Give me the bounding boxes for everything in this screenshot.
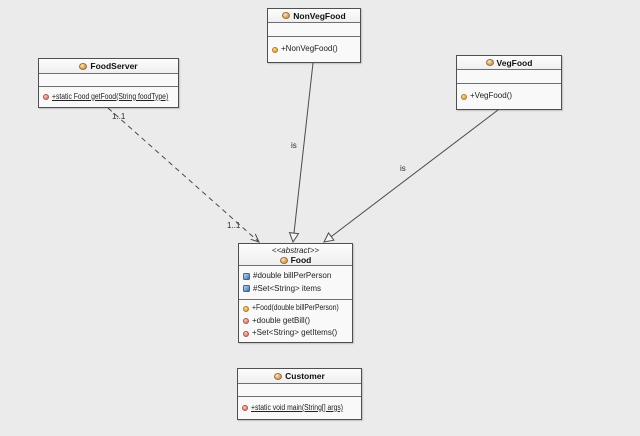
connection-foodserver-food[interactable] xyxy=(107,107,260,243)
method-text: +NonVegFood() xyxy=(281,44,338,54)
multiplicity-label-source: 1..1 xyxy=(112,112,126,121)
class-customer-titlebar: Customer xyxy=(238,369,361,384)
constructor-icon xyxy=(461,93,467,100)
hollow-triangle-arrowhead-icon xyxy=(288,232,300,244)
method-text: +Set<String> getItems() xyxy=(252,328,338,338)
class-name: Food xyxy=(290,255,312,265)
fields-compartment xyxy=(268,23,360,37)
public-method-icon xyxy=(243,318,249,324)
generalization-label-nonveg: is xyxy=(291,141,297,150)
method-vegfood-ctor[interactable]: +VegFood() xyxy=(457,90,561,103)
hollow-triangle-arrowhead-icon xyxy=(323,232,335,243)
class-vegfood-titlebar: VegFood xyxy=(457,56,561,70)
constructor-icon xyxy=(243,305,249,312)
methods-compartment: +VegFood() xyxy=(457,84,561,109)
class-vegfood[interactable]: VegFood +VegFood() xyxy=(456,55,562,110)
public-method-icon xyxy=(43,94,49,100)
methods-compartment: +Food(double billPerPerson) +double getB… xyxy=(239,300,352,342)
field-billperperson[interactable]: #double billPerPerson xyxy=(239,270,352,283)
multiplicity-label-target: 1..1 xyxy=(227,221,241,230)
stereotype-label: <<abstract>> xyxy=(271,246,320,255)
methods-compartment: +static void main(String[] args) xyxy=(238,397,361,419)
fields-compartment xyxy=(39,74,178,87)
class-name: Customer xyxy=(285,371,325,381)
class-icon xyxy=(282,12,291,19)
field-text: #Set<String> items xyxy=(253,283,322,293)
class-name: VegFood xyxy=(496,57,533,68)
public-method-icon xyxy=(242,405,248,411)
class-food-titlebar: <<abstract>> Food xyxy=(239,244,352,266)
methods-compartment: +NonVegFood() xyxy=(268,37,360,62)
constructor-icon xyxy=(272,46,278,53)
class-foodserver-titlebar: FoodServer xyxy=(39,59,178,74)
methods-compartment: +static Food getFood(String foodType) xyxy=(39,87,178,107)
method-text: +VegFood() xyxy=(470,91,513,101)
class-nonvegfood[interactable]: NonVegFood +NonVegFood() xyxy=(267,8,361,63)
method-getfood[interactable]: +static Food getFood(String foodType) xyxy=(39,91,178,104)
class-name: FoodServer xyxy=(90,61,138,71)
class-name: NonVegFood xyxy=(293,10,346,21)
protected-field-icon xyxy=(243,272,250,280)
connection-nonvegfood-food[interactable] xyxy=(288,62,314,244)
open-arrowhead-icon xyxy=(250,233,260,243)
generalization-label-veg: is xyxy=(400,164,406,173)
fields-compartment: #double billPerPerson #Set<String> items xyxy=(239,266,352,300)
class-icon xyxy=(485,59,494,66)
method-text: +Food(double billPerPerson) xyxy=(252,303,339,313)
class-icon xyxy=(274,372,283,380)
method-text: +static void main(String[] args) xyxy=(251,402,344,412)
fields-compartment xyxy=(238,384,361,397)
method-main[interactable]: +static void main(String[] args) xyxy=(238,402,361,415)
class-foodserver[interactable]: FoodServer +static Food getFood(String f… xyxy=(38,58,179,108)
method-food-ctor[interactable]: +Food(double billPerPerson) xyxy=(239,302,352,315)
method-getitems[interactable]: +Set<String> getItems() xyxy=(239,327,352,340)
method-nonvegfood-ctor[interactable]: +NonVegFood() xyxy=(268,43,360,56)
field-text: #double billPerPerson xyxy=(253,271,332,280)
method-getbill[interactable]: +double getBill() xyxy=(239,315,352,328)
method-text: +double getBill() xyxy=(252,315,311,325)
fields-compartment xyxy=(457,70,561,84)
class-customer[interactable]: Customer +static void main(String[] args… xyxy=(237,368,362,420)
protected-field-icon xyxy=(243,285,250,293)
connection-vegfood-food[interactable] xyxy=(323,109,499,243)
class-nonvegfood-titlebar: NonVegFood xyxy=(268,9,360,23)
class-icon xyxy=(79,62,88,70)
class-food[interactable]: <<abstract>> Food #double billPerPerson … xyxy=(238,243,353,343)
field-items[interactable]: #Set<String> items xyxy=(239,283,352,296)
method-text: +static Food getFood(String foodType) xyxy=(52,91,169,101)
class-icon xyxy=(279,256,288,264)
public-method-icon xyxy=(243,330,249,337)
